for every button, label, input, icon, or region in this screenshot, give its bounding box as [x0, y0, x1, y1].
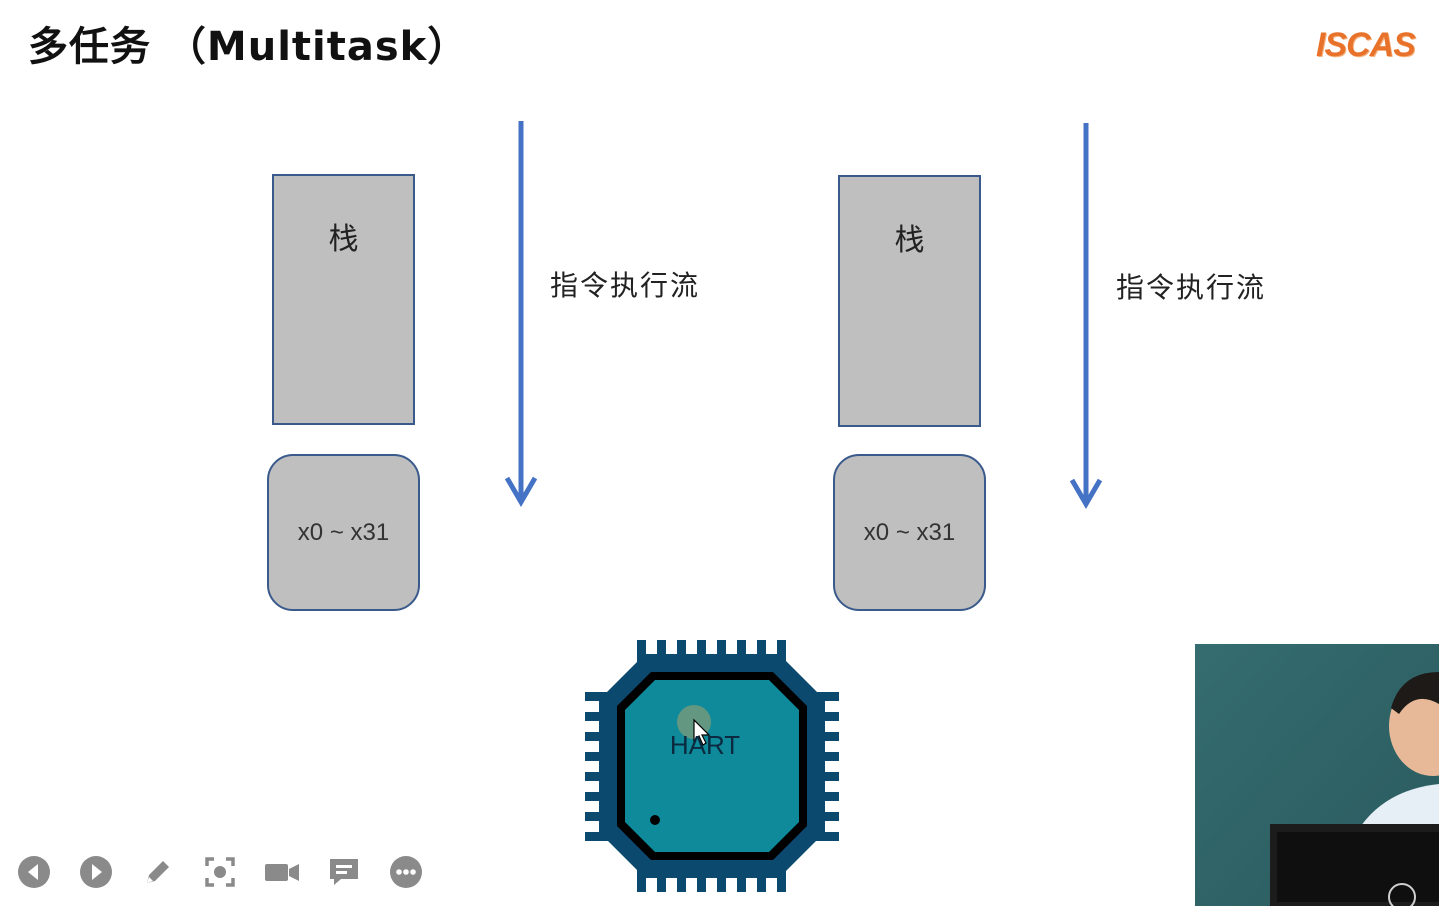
slide-title: 多任务 （Multitask）	[28, 24, 469, 70]
hart-chip-icon	[585, 640, 839, 892]
pen-icon	[147, 861, 169, 883]
next-icon	[80, 856, 112, 888]
screenshot-icon	[205, 857, 235, 887]
presentation-toolbar	[16, 854, 424, 890]
task2-flow-label: 指令执行流	[1116, 271, 1267, 304]
task1-stack-box: 栈	[272, 174, 415, 425]
task2-registers-box: x0 ~ x31	[833, 454, 986, 611]
presenter-video-frame	[1195, 644, 1439, 906]
hart-label: HART	[669, 730, 741, 760]
previous-button[interactable]	[16, 854, 52, 890]
comment-button[interactable]	[326, 854, 362, 890]
comment-icon	[330, 859, 358, 885]
task2-stack-box: 栈	[838, 175, 981, 427]
task2-flow-arrow	[1069, 123, 1103, 509]
task1-flow-arrow	[504, 121, 538, 507]
task1-registers-box: x0 ~ x31	[267, 454, 420, 611]
pen-button[interactable]	[140, 854, 176, 890]
task2-stack-label: 栈	[894, 223, 925, 258]
more-button[interactable]	[388, 854, 424, 890]
task2-registers-label: x0 ~ x31	[863, 518, 956, 546]
previous-icon	[18, 856, 50, 888]
task1-stack-label: 栈	[328, 222, 359, 257]
task1-flow-label: 指令执行流	[550, 269, 701, 302]
more-icon	[390, 856, 422, 888]
screenshot-button[interactable]	[202, 854, 238, 890]
task1-registers-label: x0 ~ x31	[297, 518, 390, 546]
iscas-logo: ISCAS	[1316, 26, 1416, 64]
camera-icon	[265, 864, 299, 881]
next-button[interactable]	[78, 854, 114, 890]
camera-button[interactable]	[264, 854, 300, 890]
presenter-webcam	[1195, 644, 1439, 906]
